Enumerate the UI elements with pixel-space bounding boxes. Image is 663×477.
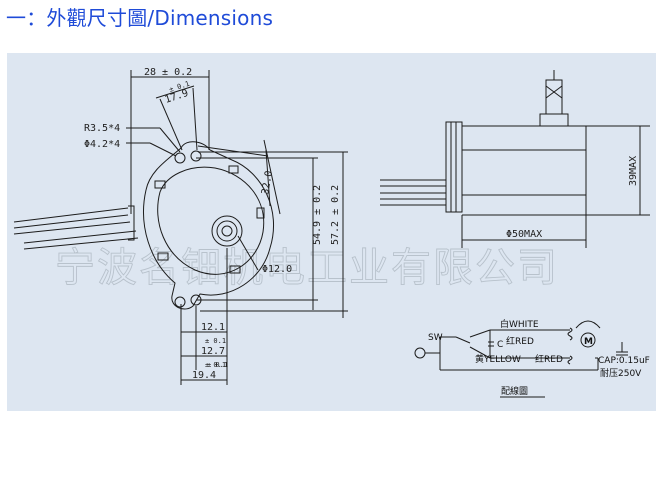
dimension-12-7: 12.7 — [201, 346, 225, 357]
lead-wires — [13, 205, 139, 250]
motor-rim — [157, 166, 265, 275]
wiring-diagram — [414, 320, 628, 398]
dimension-19-4-tol: ± 0.1 — [207, 361, 228, 369]
shaft-diameter-label: Φ12.0 — [262, 264, 292, 275]
hole-spacing-label: 54.9 ± 0.2 — [312, 185, 323, 245]
offset-label: 17.9 — [164, 88, 190, 106]
dimension-19-4: 19.4 — [192, 370, 216, 381]
white-wire-label: 白WHITE — [500, 318, 539, 330]
yellow-wire-label: 黄YELLOW — [475, 353, 521, 365]
dimension-12-1: 12.1 — [201, 322, 225, 333]
radius-label: R3.5*4 — [84, 123, 120, 134]
total-height-label: 57.2 ± 0.2 — [330, 185, 341, 245]
red-wire-label-2: 红RED — [535, 353, 563, 365]
width-label: 28 ± 0.2 — [144, 67, 192, 78]
capacitor-c-label: C — [497, 340, 503, 350]
diagram-panel — [7, 53, 656, 411]
page-title: 一：外觀尺寸圖/Dimensions — [6, 6, 274, 30]
side-diameter-label: Φ50MAX — [506, 229, 542, 240]
capacitor-value-label: CAP:0.15uF — [598, 356, 650, 366]
dimension-12-7-tol: ± 0.1 — [205, 361, 226, 369]
motor-outline — [143, 141, 275, 310]
hole-label: Φ4.2*4 — [84, 139, 120, 150]
watermark-text: 宁波名钿机电工业有限公司 — [55, 245, 559, 291]
motor-shaft — [211, 215, 243, 247]
red-wire-label-1: 红RED — [506, 335, 534, 347]
voltage-rating-label: 耐压250V — [600, 367, 642, 379]
switch-label: SW — [428, 333, 443, 343]
dimension-12-1-tol: ± 0.1 — [205, 337, 226, 345]
side-view — [380, 70, 587, 216]
side-height-label: 39MAX — [628, 156, 639, 186]
wiring-title: 配線圖 — [501, 385, 528, 397]
inner-height-label: 32.0 — [260, 170, 275, 196]
motor-symbol-label: M — [584, 337, 593, 347]
